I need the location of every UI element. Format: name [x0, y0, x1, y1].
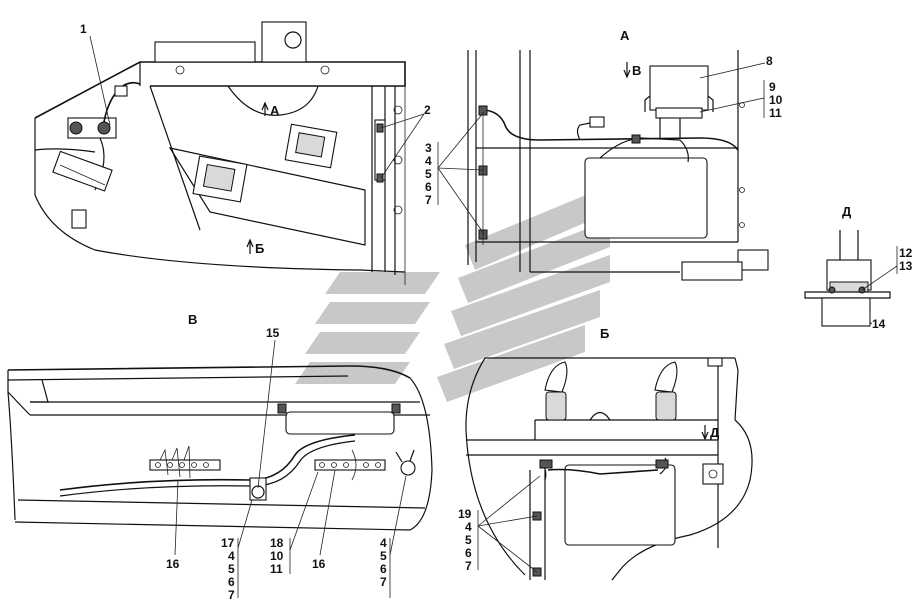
callout-16-right: 16 — [312, 557, 326, 571]
callout-19-4: 4 — [465, 520, 472, 534]
view-d: Д 12 13 14 — [804, 204, 913, 331]
callout-9: 9 — [769, 80, 776, 94]
callout-8: 8 — [766, 54, 773, 68]
callout-10: 10 — [769, 93, 783, 107]
callout-15: 15 — [266, 326, 280, 340]
callout-6: 6 — [425, 180, 432, 194]
callout-18: 18 — [270, 536, 284, 550]
callout-4: 4 — [425, 154, 432, 168]
view-a: А В — [425, 28, 783, 281]
callout-1: 1 — [80, 22, 87, 36]
view-a-title: А — [620, 28, 630, 43]
view-arrow-d-label: Д — [710, 425, 720, 440]
callout-v-5: 5 — [380, 549, 387, 563]
callout-17-5: 5 — [228, 562, 235, 576]
callout-17-6: 6 — [228, 575, 235, 589]
main-view: А Б 1 2 — [34, 21, 431, 285]
view-v-title: В — [188, 312, 197, 327]
view-d-title: Д — [842, 204, 852, 219]
callout-14: 14 — [872, 317, 886, 331]
callout-17-7: 7 — [228, 588, 235, 602]
callout-2: 2 — [424, 103, 431, 117]
callout-16-left: 16 — [166, 557, 180, 571]
view-b-title: Б — [600, 326, 609, 341]
callout-5: 5 — [425, 167, 432, 181]
callout-3: 3 — [425, 141, 432, 155]
callout-v-7: 7 — [380, 575, 387, 589]
callout-18-11: 11 — [270, 562, 283, 576]
callout-19: 19 — [458, 507, 472, 521]
callout-v-4: 4 — [380, 536, 387, 550]
callout-11: 11 — [769, 106, 782, 120]
view-arrow-a-label: А — [270, 103, 280, 118]
callout-17: 17 — [221, 536, 235, 550]
callout-19-6: 6 — [465, 546, 472, 560]
callout-17-4: 4 — [228, 549, 235, 563]
view-b: Б Д 19 — [458, 326, 753, 581]
watermark-logo — [295, 185, 610, 402]
view-arrow-b-label: Б — [255, 241, 264, 256]
callout-18-10: 10 — [270, 549, 284, 563]
view-arrow-v-label: В — [632, 63, 641, 78]
callout-13: 13 — [899, 259, 913, 273]
callout-19-7: 7 — [465, 559, 472, 573]
callout-7: 7 — [425, 193, 432, 207]
callout-12: 12 — [899, 246, 913, 260]
callout-19-5: 5 — [465, 533, 472, 547]
callout-v-6: 6 — [380, 562, 387, 576]
view-v: В — [7, 312, 433, 602]
